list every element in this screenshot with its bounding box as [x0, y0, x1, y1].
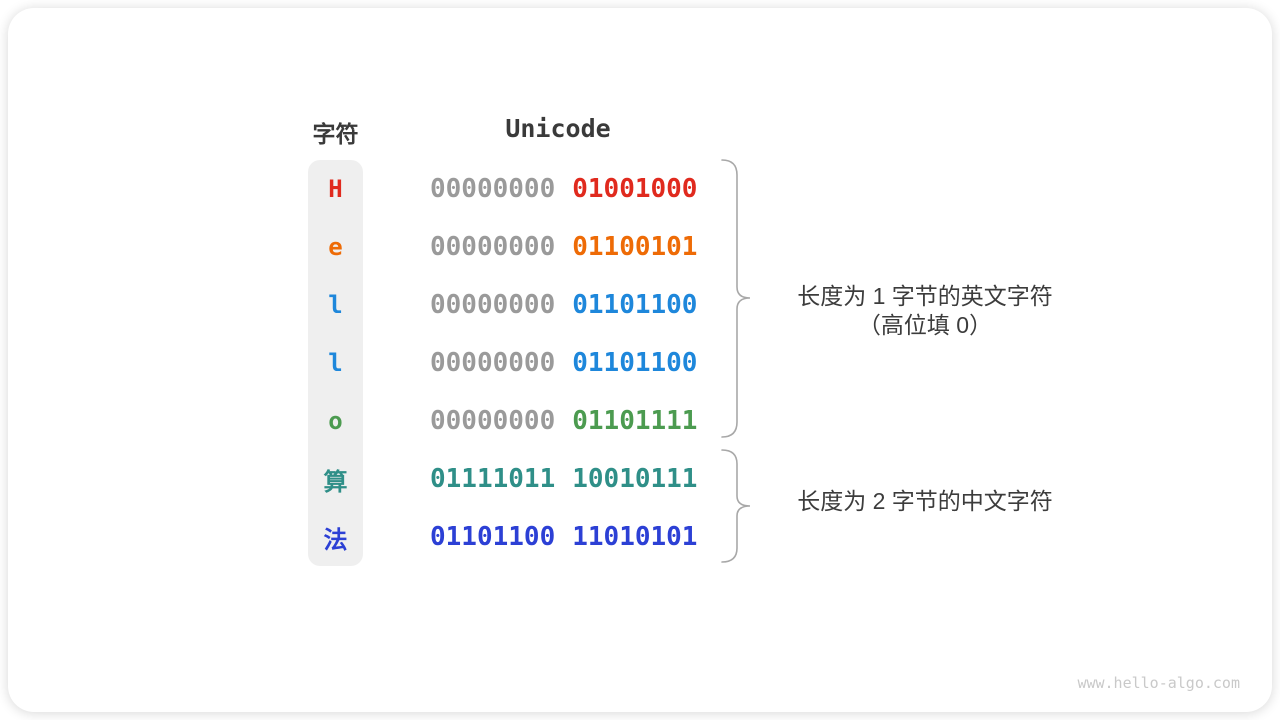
annotation-chinese-chars: 长度为 2 字节的中文字符	[758, 487, 1092, 516]
watermark: www.hello-algo.com	[1077, 674, 1240, 692]
char-column-background	[308, 160, 363, 566]
high-byte: 00000000	[430, 348, 556, 378]
low-byte: 01001000	[572, 174, 698, 204]
brace-chinese-group	[721, 449, 751, 563]
low-byte: 01101100	[572, 290, 698, 320]
annotation-english-line2: （高位填 0）	[857, 312, 993, 338]
diagram-card	[8, 8, 1272, 712]
table-row: e 00000000 01100101	[308, 218, 697, 276]
character-cell: 法	[323, 525, 348, 554]
low-byte: 01100101	[572, 232, 698, 262]
annotation-english-chars: 长度为 1 字节的英文字符 （高位填 0）	[758, 282, 1092, 340]
character-cell: e	[328, 233, 343, 261]
table-row: 算 01111011 10010111	[308, 450, 698, 508]
character-cell: o	[328, 407, 343, 435]
low-byte: 11010101	[572, 522, 698, 552]
char-column-header: 字符	[312, 121, 359, 147]
character-cell: H	[328, 175, 343, 203]
character-cell: l	[328, 291, 343, 319]
table-row: l 00000000 01101100	[308, 276, 697, 334]
annotation-chinese-line1: 长度为 2 字节的中文字符	[797, 488, 1053, 514]
low-byte: 01101111	[572, 406, 698, 436]
table-row: o 00000000 01101111	[308, 392, 697, 450]
unicode-column-header: Unicode	[505, 114, 611, 143]
high-byte: 01111011	[430, 464, 556, 494]
brace-english-group	[721, 159, 751, 438]
character-cell: 算	[323, 467, 348, 496]
braces-graphic	[721, 159, 751, 563]
annotation-english-line1: 长度为 1 字节的英文字符	[797, 283, 1053, 309]
high-byte: 01101100	[430, 522, 556, 552]
low-byte: 10010111	[572, 464, 698, 494]
low-byte: 01101100	[572, 348, 698, 378]
table-row: H 00000000 01001000	[308, 160, 697, 218]
high-byte: 00000000	[430, 174, 556, 204]
character-cell: l	[328, 349, 343, 377]
table-rows: H 00000000 01001000 e 00000000 01100101 l 00000…	[308, 160, 698, 566]
table-row: l 00000000 01101100	[308, 334, 697, 392]
table-row: 法 01101100 11010101	[308, 508, 698, 566]
high-byte: 00000000	[430, 290, 556, 320]
high-byte: 00000000	[430, 232, 556, 262]
high-byte: 00000000	[430, 406, 556, 436]
